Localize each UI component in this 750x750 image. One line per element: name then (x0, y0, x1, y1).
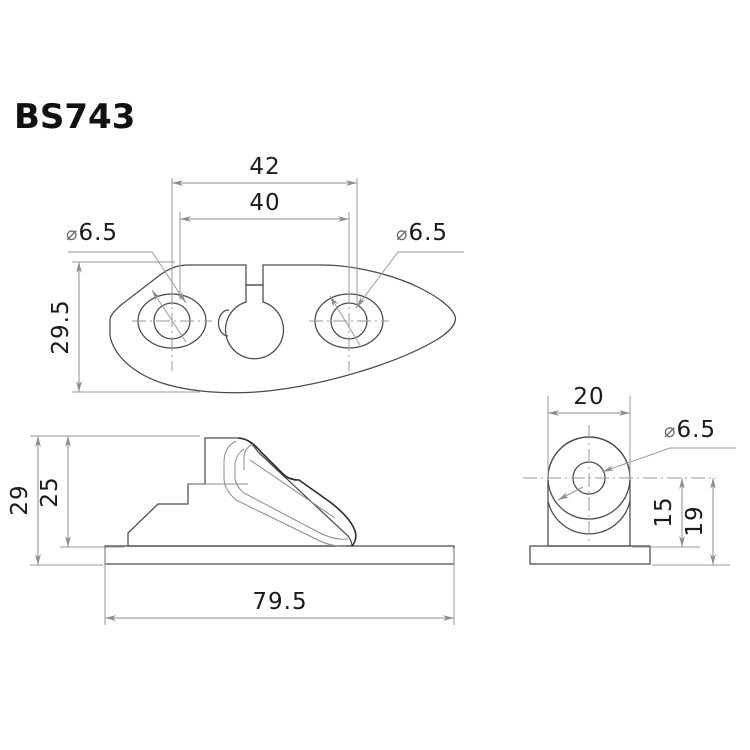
side-view-dim-795-label: 79.5 (252, 589, 307, 615)
top-view-outline (109, 264, 457, 394)
phi-symbol-icon: ⌀ (66, 223, 78, 245)
top-view-left-hole-leader (68, 251, 187, 304)
side-view-dim-29-label: 29 (7, 484, 33, 515)
part-number-title: BS743 (14, 97, 136, 137)
side-view-group: 29 25 79.5 (7, 435, 455, 625)
side-view-body-outline (127, 437, 353, 547)
front-view-group: 20 ⌀6.5 15 19 (523, 384, 736, 566)
phi-symbol-icon: ⌀ (664, 420, 676, 442)
side-view-dim-25-label: 25 (37, 476, 63, 507)
top-view-dim-295-label: 29.5 (48, 299, 74, 354)
side-view-lever-inner-long (249, 459, 336, 519)
side-view-base-plate (104, 545, 455, 565)
top-view-dim-42-label: 42 (249, 154, 280, 180)
top-view-right-hole-leader (355, 251, 464, 309)
front-view-hole-leader (601, 447, 736, 473)
front-view-hole-label: ⌀6.5 (664, 417, 716, 443)
top-view-right-hole-leader-tail (329, 295, 361, 346)
side-view-lever-rib-3 (243, 443, 254, 470)
front-view-dim-19-label: 19 (682, 505, 708, 536)
phi-symbol-icon: ⌀ (396, 223, 408, 245)
top-view-left-hole-label: ⌀6.5 (66, 220, 118, 246)
top-view-group: 42 40 29.5 ⌀6.5 ⌀6.5 (48, 154, 464, 394)
side-view-lever-rib-1 (223, 440, 347, 547)
front-view-dim-15-label: 15 (651, 496, 677, 527)
front-view-base-plate (529, 545, 651, 565)
top-view-left-hole-leader-tail (151, 289, 187, 343)
top-view-dim-40-label: 40 (249, 190, 280, 216)
side-view-lever-rib-2 (234, 448, 349, 540)
front-view-hole-leader-tail (557, 486, 584, 501)
top-view-keyhole-inner-arc (217, 309, 230, 337)
front-view-dim-20-label: 20 (573, 384, 604, 410)
side-view-lever-outline (237, 437, 357, 547)
top-view-right-hole-label: ⌀6.5 (396, 220, 448, 246)
top-view-center-keyhole (224, 284, 285, 360)
